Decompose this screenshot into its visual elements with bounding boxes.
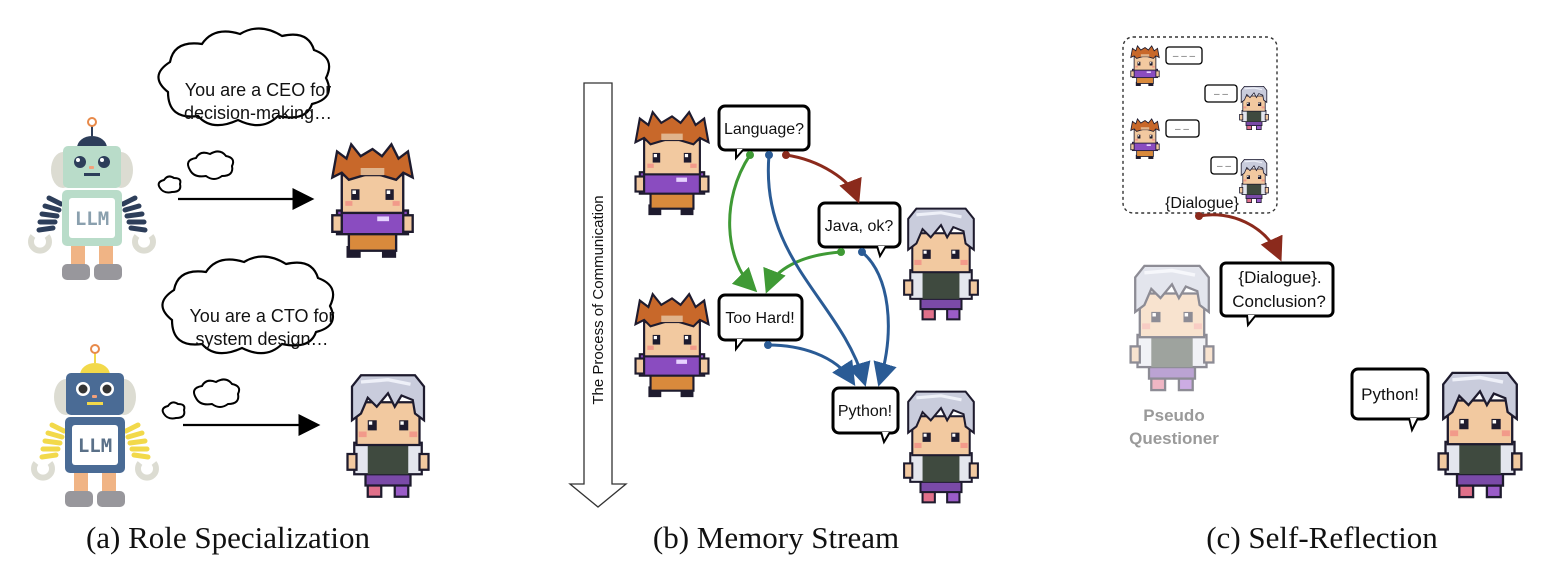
panel-role-specialization: LLM LLM	[28, 27, 431, 555]
ceo-robot: LLM	[28, 117, 156, 280]
mini-bubble: – – –	[1165, 46, 1203, 65]
svg-text:– –: – –	[1214, 89, 1228, 100]
svg-text:– –: – –	[1175, 124, 1189, 135]
antenna-icon	[87, 117, 97, 127]
bubble-text: Java, ok?	[825, 218, 894, 235]
antenna-icon	[90, 344, 100, 354]
pseudo-label-line2: Questioner	[1129, 429, 1219, 448]
boy-character-2	[902, 390, 980, 504]
girl-character-1	[634, 111, 710, 217]
svg-text:– –: – –	[1217, 161, 1231, 172]
pseudo-label-line1: Pseudo	[1143, 406, 1204, 425]
thought-cloud-cto: You are a CTO for system design…	[161, 255, 335, 420]
caption-b: (b) Memory Stream	[653, 520, 899, 555]
timeline-arrow	[568, 82, 628, 508]
caption-a: (a) Role Specialization	[86, 520, 371, 555]
llm-label: LLM	[75, 208, 109, 230]
pseudo-questioner	[1128, 264, 1216, 392]
bubble-text: Language?	[724, 121, 804, 138]
timeline-label: The Process of Communication	[590, 195, 607, 404]
thought-text-line1: You are a CEO for	[185, 80, 331, 100]
edge-java-to-python	[861, 250, 897, 387]
mini-bubble: – –	[1204, 84, 1238, 103]
bubble-language: Language?	[717, 104, 811, 161]
thought-cloud-ceo: You are a CEO for decision-making…	[157, 27, 332, 194]
question-line1: {Dialogue}.	[1238, 268, 1321, 287]
dialogue-box	[1122, 36, 1278, 214]
thought-text-line2: system design…	[195, 329, 328, 349]
mini-bubble: – –	[1210, 156, 1238, 175]
cto-character	[345, 373, 431, 499]
cto-robot: LLM	[31, 344, 159, 507]
bubble-question: {Dialogue}. Conclusion?	[1219, 261, 1335, 328]
answer-text: Python!	[1361, 385, 1419, 404]
ceo-character	[331, 143, 414, 260]
dialogue-label: {Dialogue}	[1165, 195, 1240, 212]
bubble-java: Java, ok?	[817, 201, 902, 259]
edge-language-to-java	[785, 153, 862, 204]
answering-character	[1436, 371, 1524, 499]
mini-bubble: – –	[1165, 119, 1200, 138]
svg-text:– – –: – – –	[1173, 51, 1196, 62]
llm-label: LLM	[78, 435, 112, 457]
bubble-too-hard: Too Hard!	[717, 293, 804, 352]
thought-text-line1: You are a CTO for	[189, 306, 334, 326]
girl-character-2	[634, 293, 710, 399]
question-line2: Conclusion?	[1232, 292, 1326, 311]
bubble-answer: Python!	[1350, 367, 1430, 433]
edge-toohard-to-python	[767, 343, 856, 387]
bubble-text: Python!	[838, 403, 892, 420]
thought-text-line2: decision-making…	[184, 103, 332, 123]
edge-java-to-toohard	[763, 250, 842, 294]
edge-language-to-python	[766, 154, 871, 387]
panel-memory-stream: The Process of Communication Language? J…	[568, 82, 980, 555]
bubble-python: Python!	[831, 386, 900, 445]
bubble-text: Too Hard!	[725, 310, 794, 327]
edge-language-to-toohard	[728, 154, 758, 293]
boy-character-1	[902, 207, 980, 321]
caption-c: (c) Self-Reflection	[1206, 520, 1438, 555]
edge-dialogue-to-question	[1198, 213, 1283, 262]
panel-self-reflection: – – – – – – – – – {Dialogue} Pseudo Ques…	[1122, 36, 1524, 555]
